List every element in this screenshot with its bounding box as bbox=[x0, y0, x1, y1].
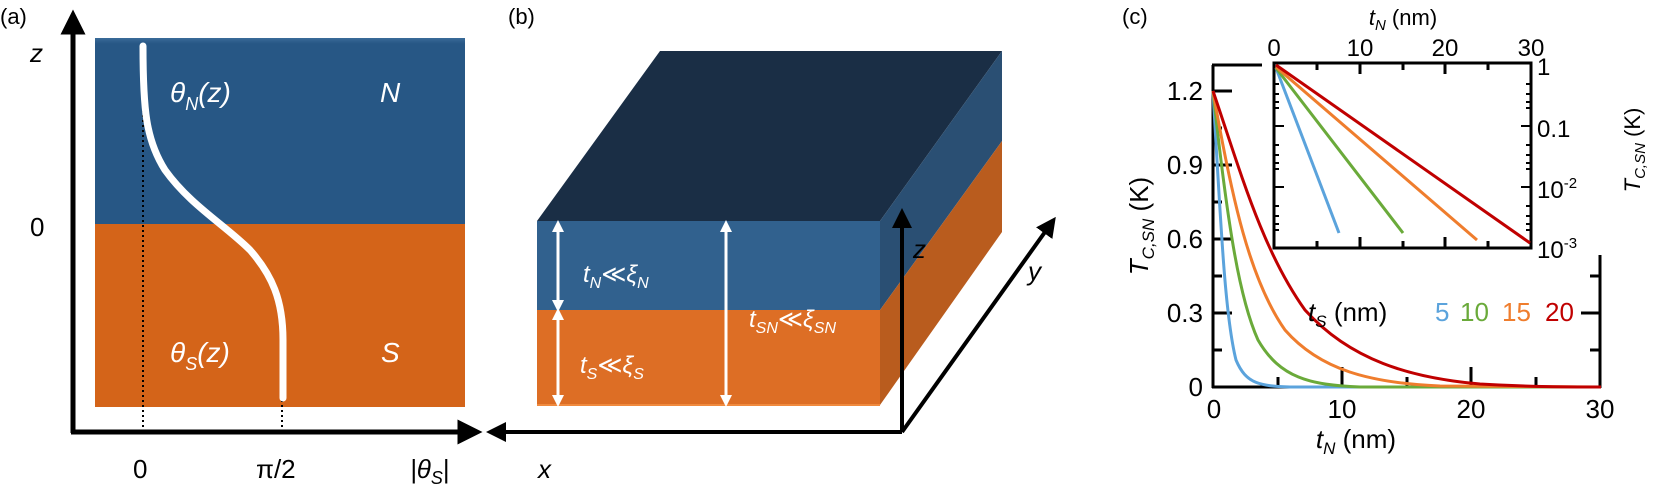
x-axis-label: x bbox=[536, 454, 552, 484]
svg-text:10: 10 bbox=[1347, 35, 1374, 62]
svg-text:θS(z): θS(z) bbox=[170, 337, 230, 374]
svg-text:tSN≪ξSN: tSN≪ξSN bbox=[749, 306, 836, 337]
main-y-tick-labels: 1.2 0.9 0.6 0.3 0 bbox=[1167, 76, 1203, 402]
y-axis-label: y bbox=[1026, 256, 1043, 286]
normal-layer bbox=[95, 38, 465, 224]
inset-y-ticks bbox=[1274, 83, 1531, 231]
svg-text:0.6: 0.6 bbox=[1167, 224, 1203, 254]
z-axis-label: z bbox=[29, 38, 43, 68]
tick-zero-label: 0 bbox=[133, 454, 147, 484]
svg-text:tN≪ξN: tN≪ξN bbox=[583, 261, 649, 292]
block-front-normal bbox=[537, 221, 880, 310]
legend-title: tS (nm) bbox=[1308, 297, 1387, 331]
legend-item-10: 10 bbox=[1460, 297, 1489, 327]
panel-a: (a) z 0 0 π/2 |θS| θN(z) N θS(z) S bbox=[0, 4, 483, 488]
svg-text:10: 10 bbox=[1328, 394, 1357, 424]
svg-text:30: 30 bbox=[1518, 35, 1545, 62]
t-sn-condition-label: tSN≪ξSN bbox=[749, 306, 836, 337]
svg-text:0: 0 bbox=[1267, 35, 1280, 62]
block-front-super bbox=[537, 310, 880, 405]
y-axis-arrow bbox=[900, 216, 1056, 434]
legend-item-5: 5 bbox=[1435, 297, 1449, 327]
svg-text:10-2: 10-2 bbox=[1537, 175, 1577, 204]
tick-pi-half-label: π/2 bbox=[256, 454, 296, 484]
svg-text:|θS|: |θS| bbox=[410, 454, 450, 488]
panel-a-label: (a) bbox=[0, 4, 27, 29]
svg-text:10-3: 10-3 bbox=[1537, 235, 1577, 264]
theta-axis-label: |θS| bbox=[410, 454, 450, 488]
svg-text:0: 0 bbox=[1207, 394, 1221, 424]
theta-s-label: θS(z) bbox=[170, 337, 230, 374]
legend: tS (nm) 5 10 15 20 bbox=[1308, 297, 1574, 331]
panel-b: (b) tN≪ξN tS≪ξS tSN≪ξSN x y z bbox=[486, 4, 1056, 484]
main-y-axis-title: TC,SN (K) bbox=[1124, 177, 1158, 275]
inset-line-ts-10 bbox=[1274, 67, 1405, 234]
svg-text:30: 30 bbox=[1586, 394, 1615, 424]
svg-text:tN (nm): tN (nm) bbox=[1316, 424, 1396, 458]
layer-n-label: N bbox=[380, 77, 401, 108]
inset-x-ticks bbox=[1315, 63, 1490, 248]
svg-text:0.3: 0.3 bbox=[1167, 298, 1203, 328]
svg-text:0.9: 0.9 bbox=[1167, 150, 1203, 180]
main-curves bbox=[1211, 90, 1602, 389]
inset-line-ts-20 bbox=[1275, 63, 1531, 245]
inset-y-axis-title: TC,SN (K) bbox=[1620, 108, 1649, 193]
layer-s-label: S bbox=[381, 337, 400, 368]
block-side-normal bbox=[880, 51, 1002, 310]
inset-line-ts-15 bbox=[1275, 65, 1478, 242]
svg-text:tS≪ξS: tS≪ξS bbox=[580, 352, 644, 383]
legend-item-15: 15 bbox=[1502, 297, 1531, 327]
svg-text:TC,SN (K): TC,SN (K) bbox=[1124, 177, 1158, 275]
theta-n-label: θN(z) bbox=[170, 77, 231, 114]
legend-item-20: 20 bbox=[1545, 297, 1574, 327]
main-x-tick-labels: 0 10 20 30 bbox=[1207, 394, 1615, 424]
block-top-face bbox=[537, 51, 1002, 221]
inset-y-tick-labels: 1 0.1 10-2 10-3 bbox=[1537, 54, 1577, 264]
curve-ts-5 bbox=[1211, 90, 1601, 389]
curve-ts-15 bbox=[1211, 90, 1602, 389]
svg-text:tN (nm): tN (nm) bbox=[1369, 5, 1437, 34]
inset-x-axis-title: tN (nm) bbox=[1369, 5, 1437, 34]
curve-ts-10 bbox=[1211, 90, 1601, 389]
svg-text:1: 1 bbox=[1537, 54, 1550, 81]
inset-x-tick-labels: 0 10 20 30 bbox=[1267, 35, 1544, 62]
panel-b-label: (b) bbox=[508, 4, 535, 29]
svg-text:20: 20 bbox=[1432, 35, 1459, 62]
panel-c: (c) bbox=[1122, 4, 1649, 458]
inset-curves bbox=[1274, 63, 1531, 245]
svg-text:1.2: 1.2 bbox=[1167, 76, 1203, 106]
t-n-condition-label: tN≪ξN bbox=[583, 261, 649, 292]
curve-ts-20 bbox=[1211, 90, 1602, 389]
panel-c-label: (c) bbox=[1122, 4, 1148, 29]
t-s-condition-label: tS≪ξS bbox=[580, 352, 644, 383]
main-x-axis-title: tN (nm) bbox=[1316, 424, 1396, 458]
svg-text:θN(z): θN(z) bbox=[170, 77, 231, 114]
svg-text:TC,SN (K): TC,SN (K) bbox=[1620, 108, 1649, 193]
theta-profile-curve bbox=[139, 42, 287, 402]
svg-text:0.1: 0.1 bbox=[1537, 116, 1570, 143]
svg-text:0: 0 bbox=[1189, 372, 1203, 402]
inset-chart: 0 10 20 30 tN (nm) 1 0.1 10-2 10-3 TC,SN… bbox=[1267, 5, 1649, 264]
z-zero-label: 0 bbox=[30, 212, 44, 242]
main-chart: 1.2 0.9 0.6 0.3 0 0 10 20 30 tN (nm) TC,… bbox=[1124, 63, 1615, 458]
z-axis-label-3d: z bbox=[912, 234, 926, 264]
inset-line-ts-5 bbox=[1274, 67, 1341, 234]
block-side-super bbox=[880, 141, 1002, 405]
svg-text:20: 20 bbox=[1457, 394, 1486, 424]
